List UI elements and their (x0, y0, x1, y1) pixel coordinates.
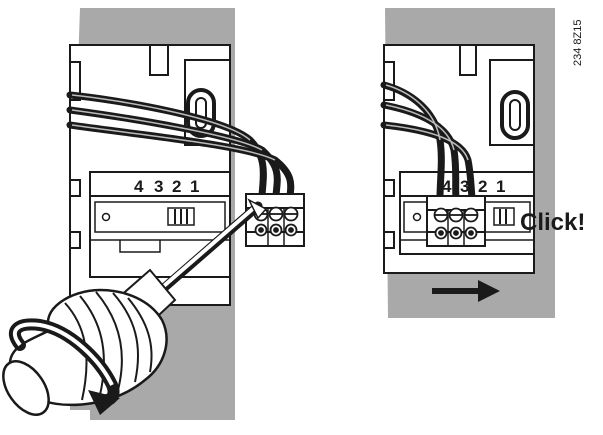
left-edge-ridges (70, 61, 81, 249)
right-terminal-number-4: 4 (442, 177, 452, 196)
left-panel: 4 3 2 1 (2, 8, 305, 420)
left-terminal-number-4: 4 (134, 177, 144, 196)
right-terminal-number-1: 1 (496, 177, 505, 196)
right-terminal-number-2: 2 (478, 177, 487, 196)
click-label: Click! (520, 209, 585, 236)
left-terminal-area (89, 171, 231, 278)
left-terminal-number-3: 3 (154, 177, 163, 196)
right-edge-ridges (384, 61, 395, 249)
left-plug-connector (245, 193, 305, 247)
right-panel: 4 3 2 1 (380, 8, 585, 318)
right-terminal-number-3: 3 (460, 177, 469, 196)
rotation-arrow-icon (8, 318, 120, 415)
left-terminal-number-2: 2 (172, 177, 181, 196)
left-small-hole (101, 212, 111, 222)
left-terminal-number-1: 1 (190, 177, 199, 196)
right-top-notch (459, 45, 477, 76)
right-plug-connector (426, 195, 486, 247)
right-small-hole (412, 212, 422, 222)
left-top-notch (149, 45, 169, 76)
right-right-recess (489, 59, 534, 146)
figure-code: 234 8Z15 (572, 20, 584, 66)
direction-arrow-icon (432, 280, 500, 302)
